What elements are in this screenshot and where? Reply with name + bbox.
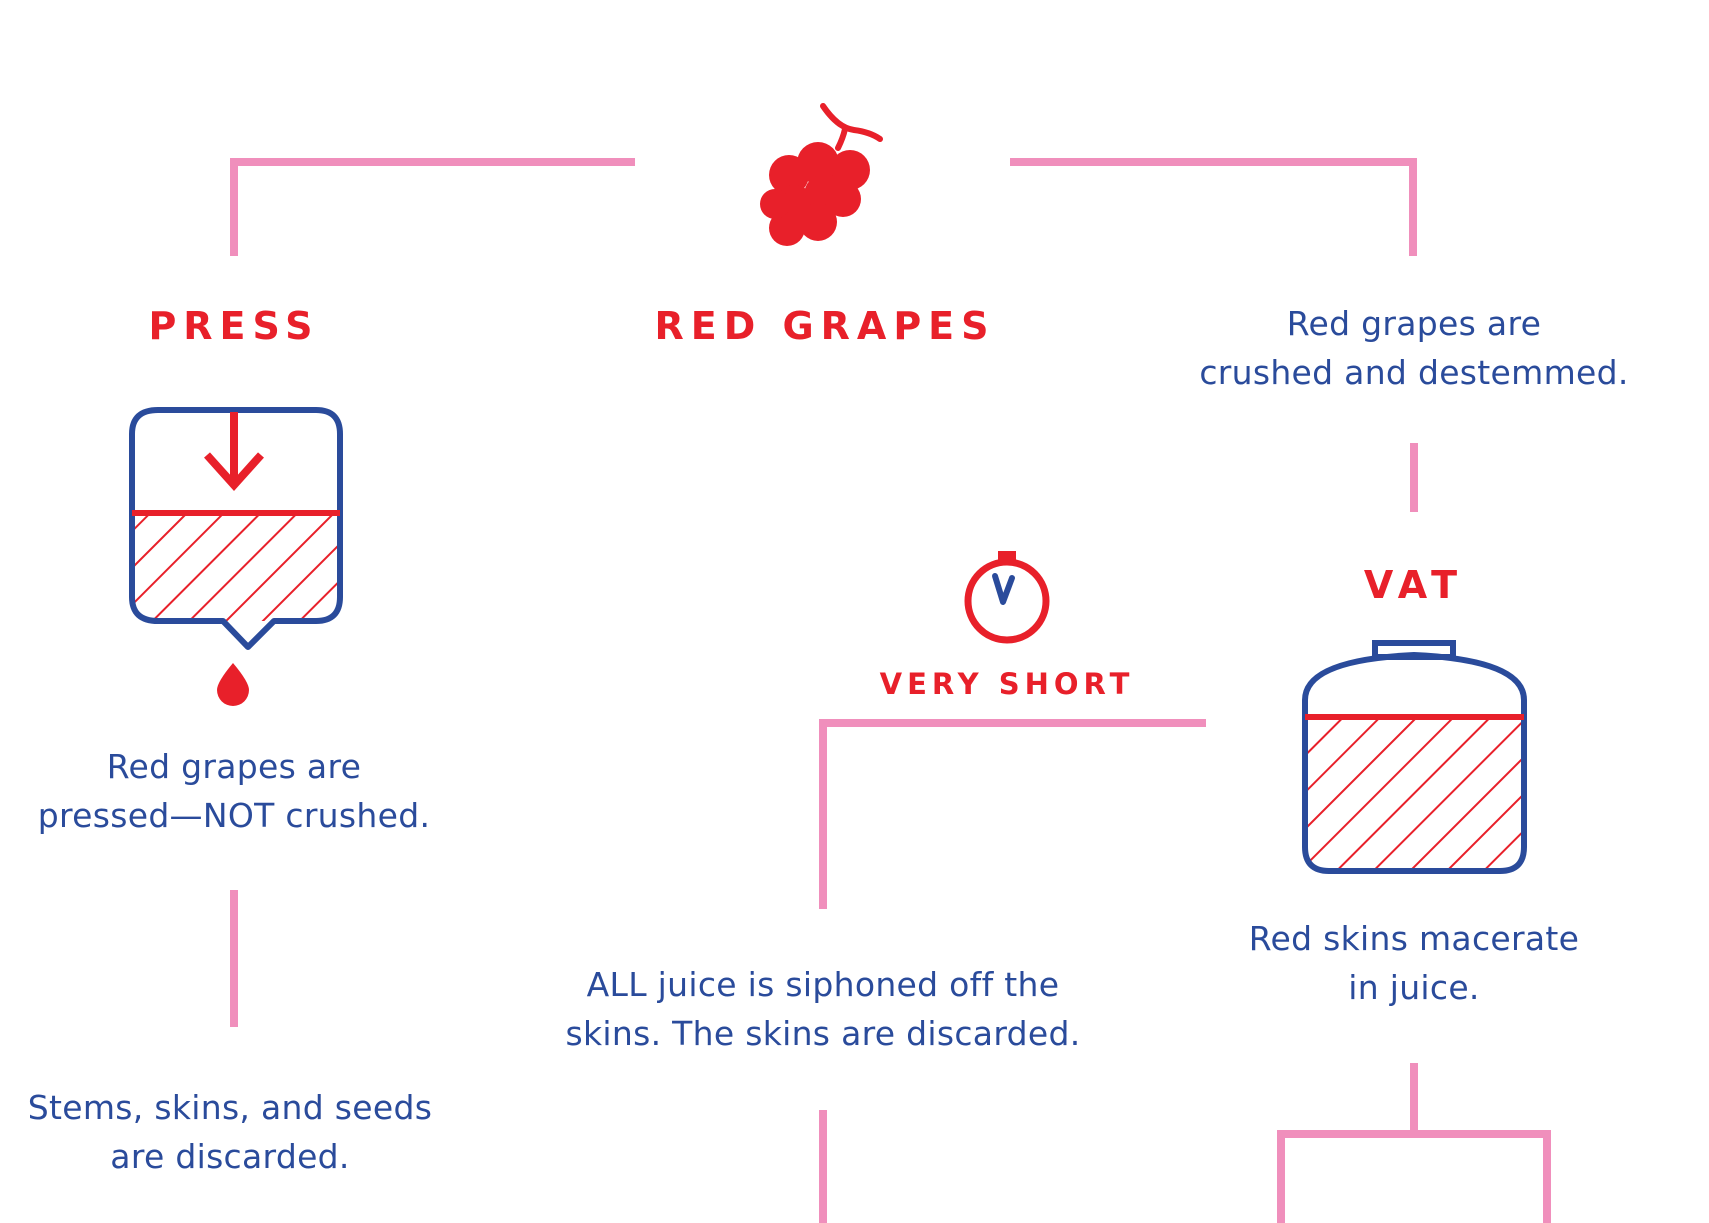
siphon-step: ALL juice is siphoned off the skins. The… bbox=[565, 965, 1081, 1053]
stopwatch-icon bbox=[964, 551, 1050, 644]
connector-top-right bbox=[1010, 158, 1417, 256]
duration-label: VERY SHORT bbox=[879, 667, 1135, 701]
connector-vat-split bbox=[1277, 1063, 1551, 1223]
press-step-pressed: Red grapes are pressed—NOT crushed. bbox=[37, 747, 431, 835]
press-icon bbox=[129, 407, 343, 706]
red-grapes-title: RED GRAPES bbox=[654, 304, 996, 348]
vat-step-crushed: Red grapes are crushed and destemmed. bbox=[1199, 304, 1629, 392]
vat-step-macerate: Red skins macerate in juice. bbox=[1248, 919, 1580, 1007]
press-step-discarded: Stems, skins, and seeds are discarded. bbox=[27, 1088, 433, 1176]
connector-very-short bbox=[819, 719, 1206, 909]
vat-title: VAT bbox=[1363, 563, 1465, 607]
grape-bunch-icon bbox=[760, 103, 883, 246]
connector-lines bbox=[230, 158, 1551, 1223]
press-title: PRESS bbox=[148, 304, 320, 348]
vat-icon bbox=[1302, 640, 1527, 874]
connector-top-left bbox=[230, 158, 635, 256]
